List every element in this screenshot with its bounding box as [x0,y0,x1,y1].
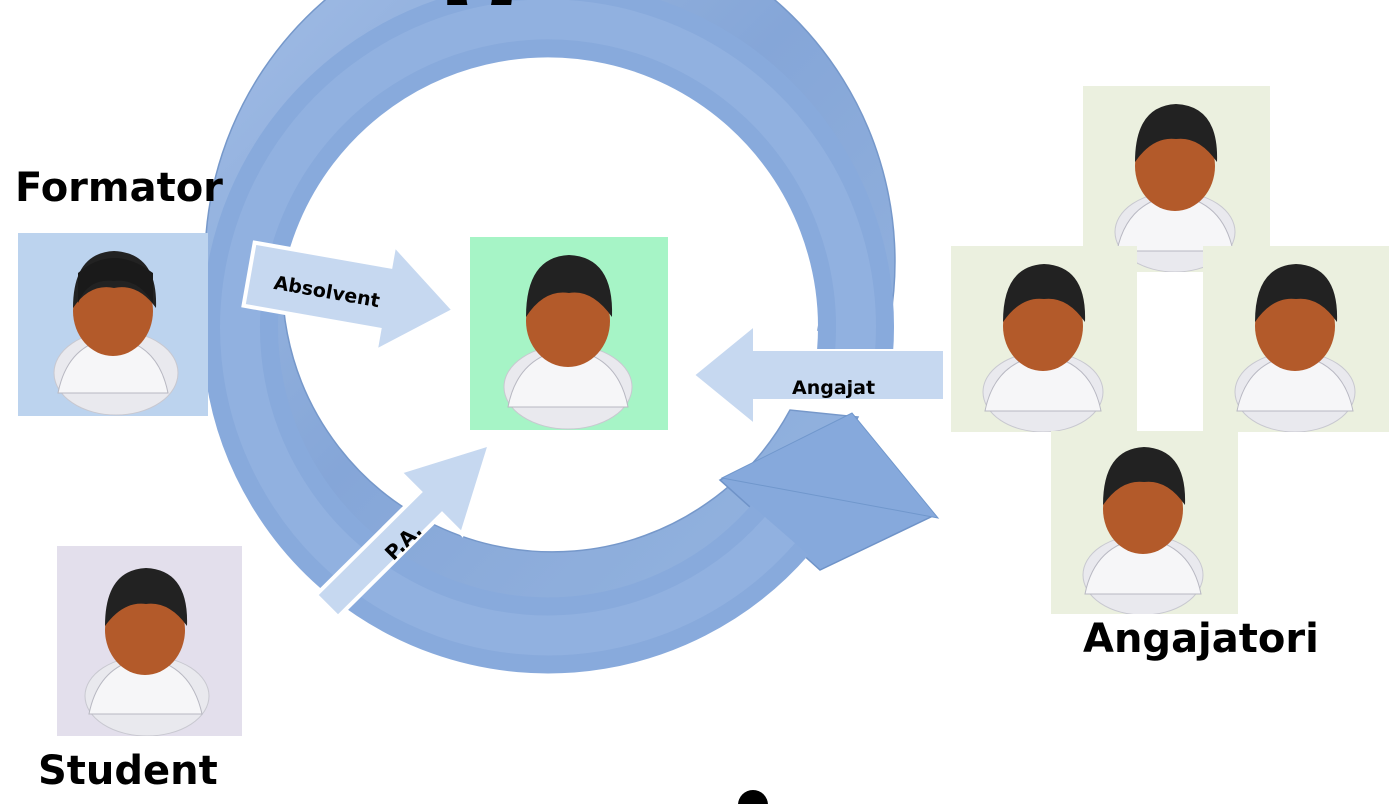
pa-arrow [313,440,494,620]
angajatori-tile-left [951,246,1137,432]
center-graduate-tile [470,237,668,430]
student-label: Student [38,748,218,794]
person-icon [982,264,1104,432]
formator-tile [18,233,208,416]
angajat-label: Angajat [792,377,876,399]
person-icon [1234,264,1356,432]
person-icon [1082,447,1204,614]
cycle-arrow-head [720,412,940,519]
bottom-text-fragment-left [738,790,858,804]
formator-label: Formator [15,165,223,211]
person-icon [53,251,179,416]
student-tile [57,546,242,736]
title-fragment-text: p [438,0,517,5]
person-icon [503,255,633,430]
person-icon [84,568,210,736]
angajatori-tile-right [1203,246,1389,432]
title-fragment: p [400,0,560,5]
angajat-arrow [692,323,945,427]
angajatori-label: Angajatori [1083,616,1319,662]
angajatori-tile-bottom [1051,431,1238,614]
absolvent-arrow [241,240,458,355]
angajatori-tile-top [1083,86,1270,272]
person-icon [1114,104,1236,272]
